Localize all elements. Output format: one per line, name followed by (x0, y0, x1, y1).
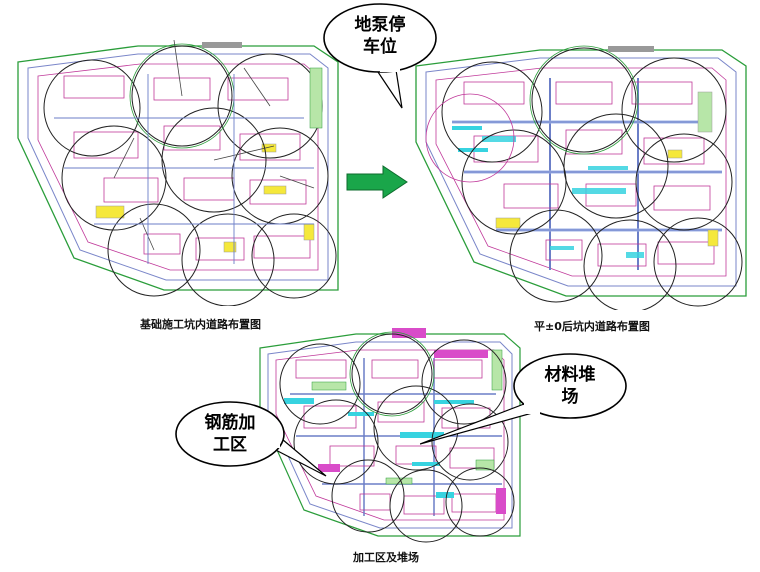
callout-materials-line2: 场 (562, 387, 579, 407)
caption-post-zero-road-plan: 平±0后坑内道路布置图 (534, 320, 650, 333)
callout-pump-line1: 地泵停 (355, 14, 406, 35)
caption-processing-yard-plan: 加工区及堆场 (353, 551, 419, 564)
callout-pump-parking: 地泵停 车位 (323, 3, 437, 109)
callout-materials-line1: 材料堆 (545, 364, 596, 385)
callout-material-yard: 材料堆 场 (420, 353, 627, 445)
processing-yard-plan (259, 328, 521, 543)
foundation-road-plan (17, 39, 339, 306)
callout-rebar-line2: 工区 (213, 435, 247, 455)
callout-rebar-processing: 钢筋加 工区 (175, 401, 327, 477)
caption-foundation-road-plan: 基础施工坑内道路布置图 (140, 318, 261, 331)
right-arrow-icon (346, 165, 408, 199)
callout-pump-line2: 车位 (363, 36, 397, 57)
post-zero-road-plan (415, 45, 747, 310)
callout-rebar-line1: 钢筋加 (205, 412, 256, 433)
